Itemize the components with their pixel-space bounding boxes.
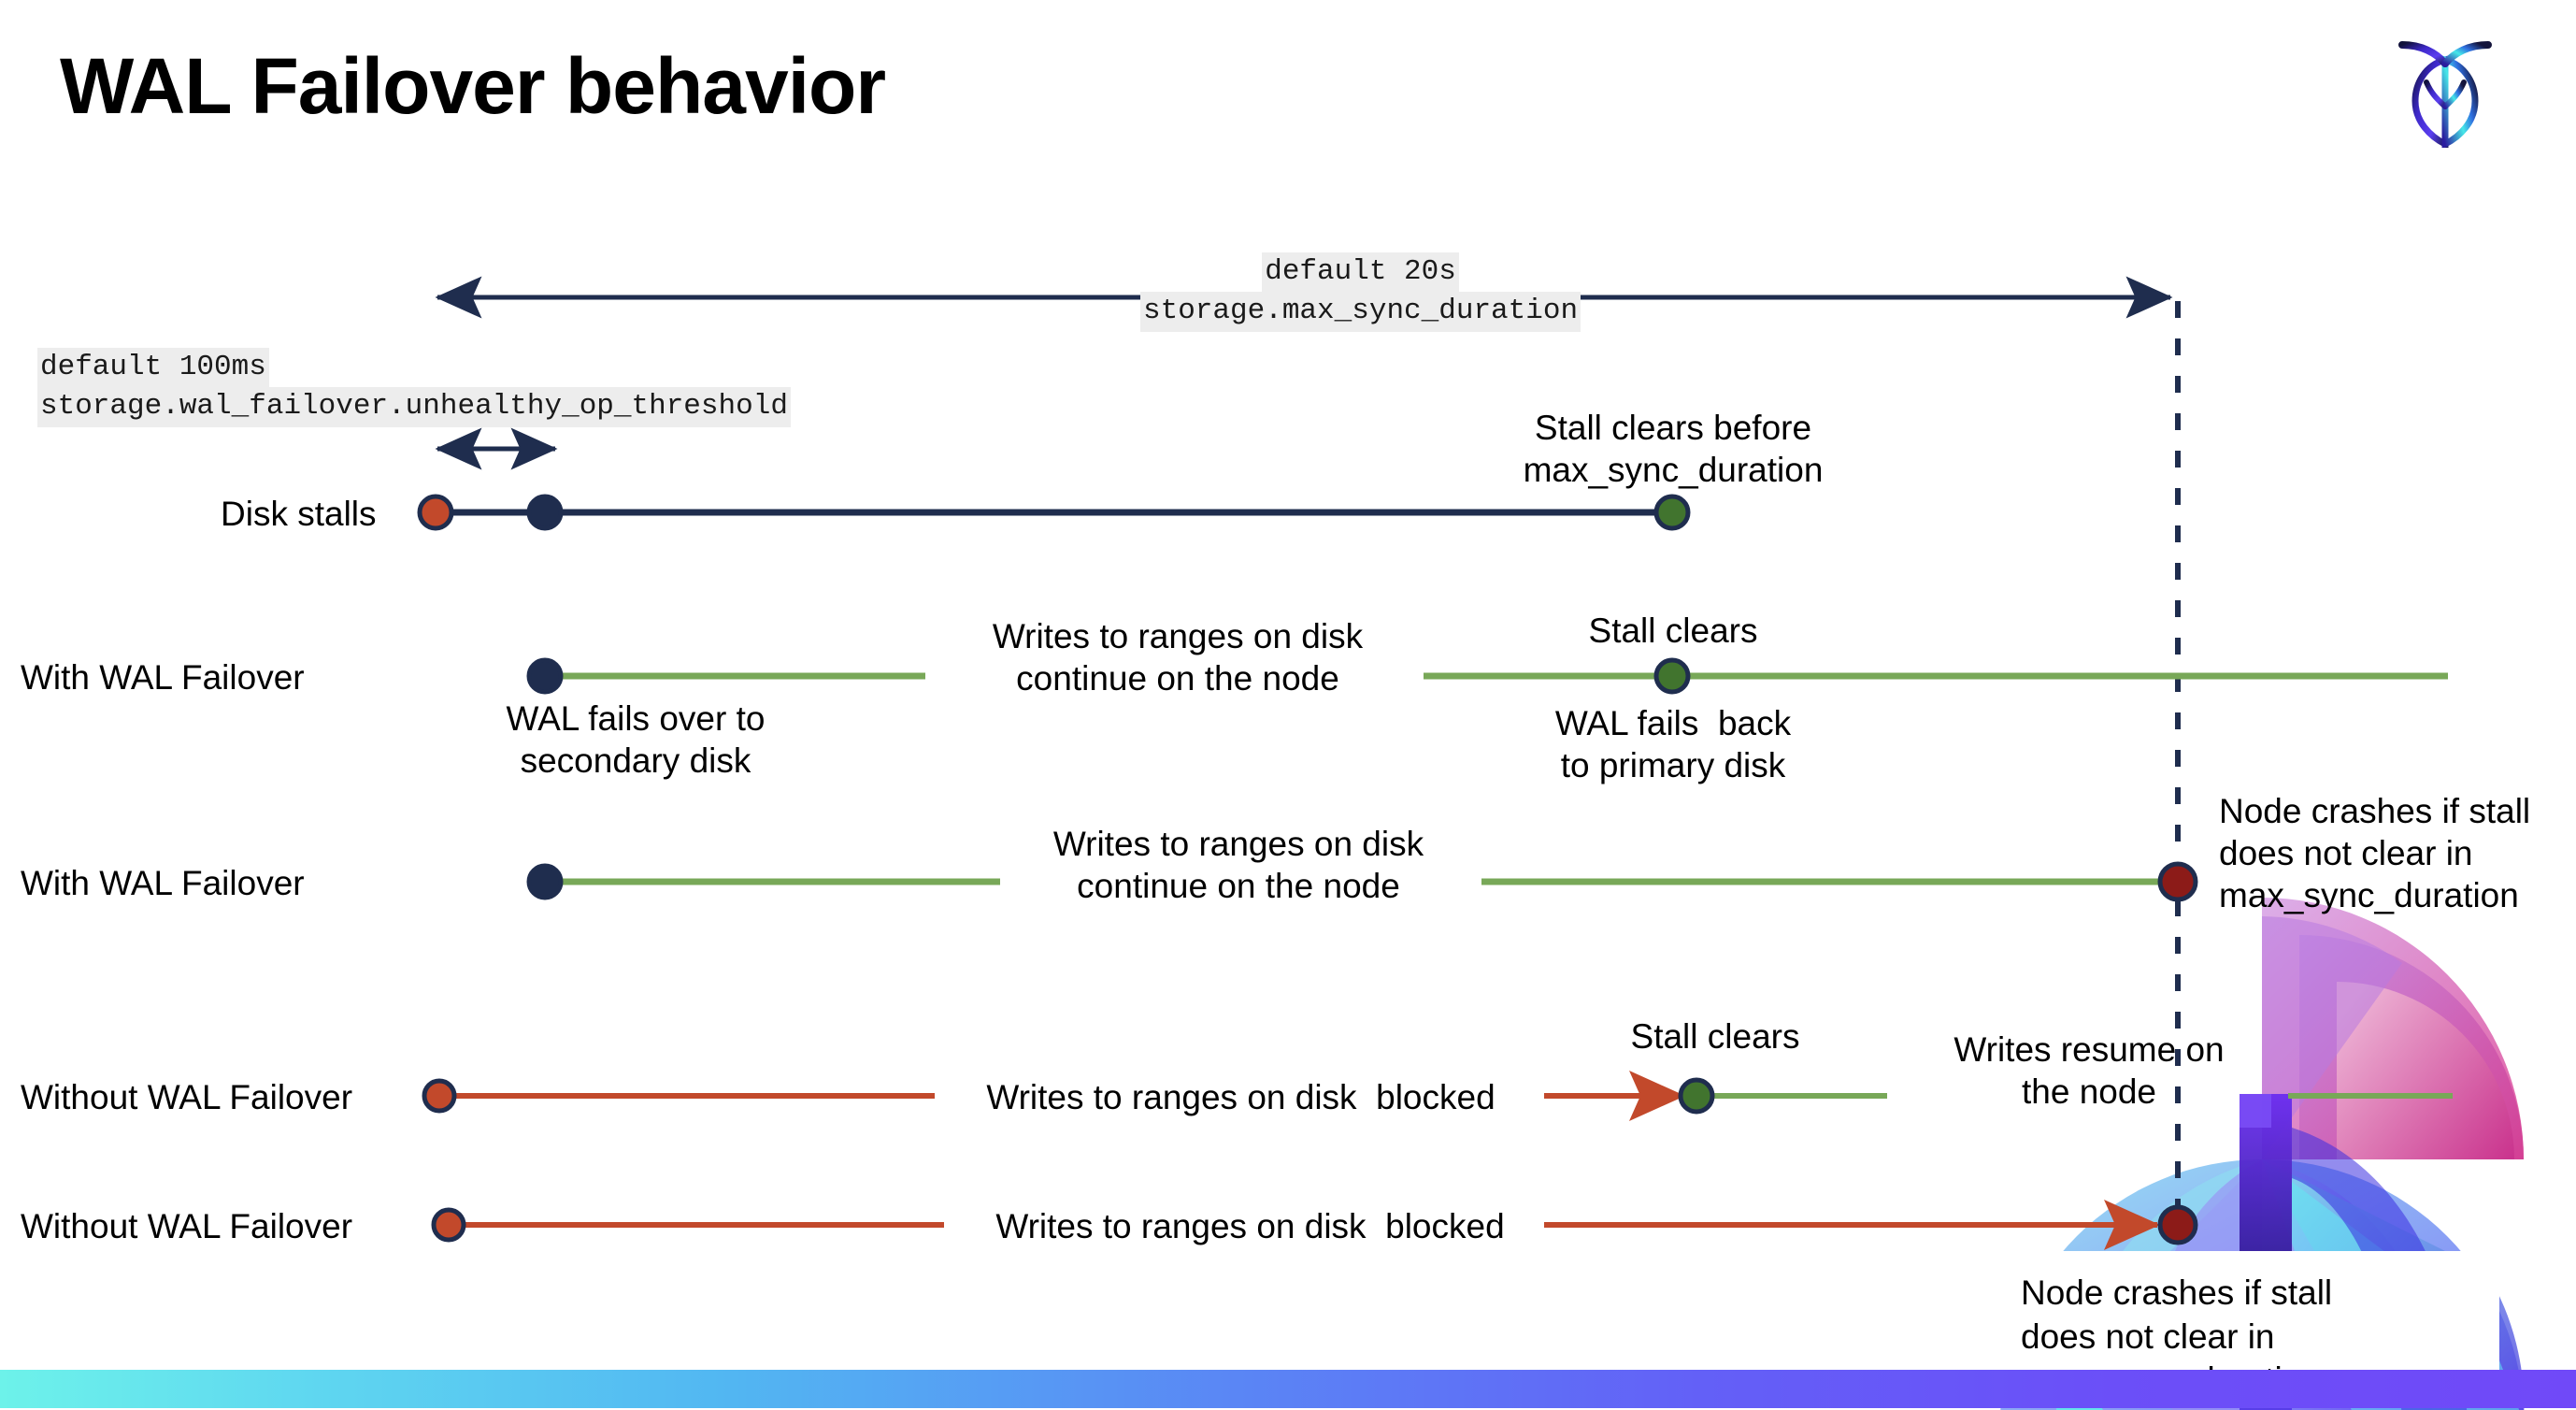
- annotation-unhealthy-op-threshold: default 100ms storage.wal_failover.unhea…: [37, 348, 791, 427]
- marker-failover: [526, 657, 564, 695]
- note-writes-blocked-2: Writes to ranges on disk blocked: [995, 1207, 1505, 1245]
- marker-stall-start: [417, 494, 454, 531]
- annotation-setting-name: storage.max_sync_duration: [1140, 292, 1581, 332]
- marker-node-crash: [2157, 861, 2198, 902]
- note-writes-continue-1: Writes to ranges on disk continue on the…: [992, 617, 1364, 698]
- marker-stall-clear: [1653, 657, 1691, 695]
- annotation-default-value: default 100ms: [37, 348, 269, 388]
- marker-stall-start: [422, 1078, 457, 1114]
- row-label-without-wal-failover-1: Without WAL Failover: [21, 1078, 353, 1116]
- annotation-max-sync-duration: default 20s storage.max_sync_duration: [1140, 252, 1581, 332]
- note-wal-fails-back: WAL fails back to primary disk: [1554, 704, 1792, 785]
- note-writes-blocked-1: Writes to ranges on disk blocked: [986, 1078, 1496, 1116]
- row-label-disk-stalls: Disk stalls: [221, 495, 377, 533]
- marker-failover: [526, 494, 564, 531]
- note-stall-clears-row2: Stall clears: [1588, 611, 1758, 650]
- timeline-row-with-wal-failover-2: [526, 861, 2198, 902]
- marker-stall-clear: [1653, 494, 1691, 531]
- marker-stall-clear: [1678, 1077, 1715, 1115]
- note-writes-resume: Writes resume on the node: [1953, 1030, 2225, 1112]
- note-writes-continue-2: Writes to ranges on disk continue on the…: [1052, 825, 1424, 906]
- bottom-gradient-bar: [0, 1370, 2576, 1408]
- annotation-default-value: default 20s: [1262, 252, 1459, 293]
- note-node-crashes-row3: Node crashes if stall does not clear in …: [2219, 792, 2531, 915]
- page-title: WAL Failover behavior: [60, 42, 886, 130]
- note-stall-clears-row4: Stall clears: [1630, 1017, 1800, 1056]
- timeline-row-without-wal-failover-1: [422, 1071, 2453, 1121]
- timeline-row-without-wal-failover-2: [431, 1200, 2198, 1250]
- marker-stall-start: [431, 1207, 466, 1243]
- timeline-row-disk-stalls: [417, 494, 1691, 531]
- note-wal-fails-over: WAL fails over to secondary disk: [506, 699, 766, 781]
- annotation-setting-name: storage.wal_failover.unhealthy_op_thresh…: [37, 387, 791, 427]
- marker-failover: [526, 863, 564, 900]
- row-label-without-wal-failover-2: Without WAL Failover: [21, 1207, 353, 1245]
- cockroachdb-logo: [2389, 26, 2501, 150]
- timeline-row-with-wal-failover-1: [526, 657, 2448, 695]
- marker-node-crash: [2157, 1204, 2198, 1245]
- row-label-with-wal-failover-2: With WAL Failover: [21, 864, 305, 902]
- row-label-with-wal-failover-1: With WAL Failover: [21, 658, 305, 697]
- note-stall-clears-before-max-sync: Stall clears before max_sync_duration: [1523, 409, 1824, 490]
